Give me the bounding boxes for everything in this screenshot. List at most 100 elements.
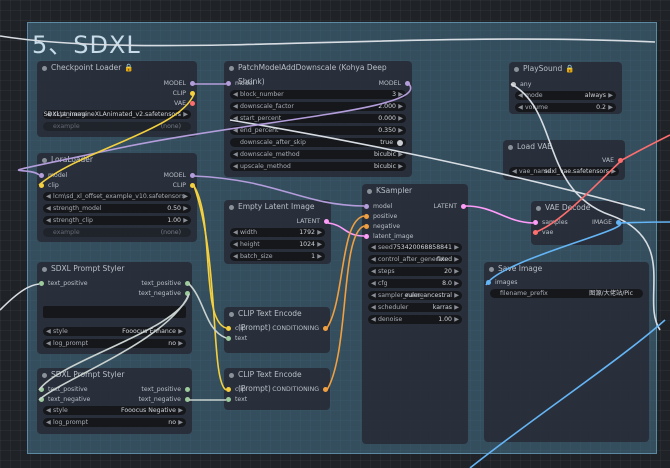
arrow-right-icon[interactable]: ▶ — [398, 127, 403, 134]
arrow-right-icon[interactable]: ▶ — [454, 304, 459, 311]
node-title[interactable]: Load VAE — [503, 140, 625, 154]
input-model[interactable]: model — [37, 171, 67, 180]
node-title[interactable]: CLIP Text Encode (Prompt) — [224, 368, 330, 393]
node-clip-text-encode-positive[interactable]: CLIP Text Encode (Prompt) clip text COND… — [224, 307, 330, 353]
arrow-right-icon[interactable]: ▶ — [454, 280, 459, 287]
output-vae[interactable]: VAE — [602, 156, 625, 165]
collapse-dot-icon[interactable] — [229, 311, 234, 317]
input-socket[interactable] — [39, 173, 44, 178]
input-images[interactable]: images — [484, 278, 518, 287]
output-model[interactable]: MODEL — [379, 79, 412, 88]
arrow-left-icon[interactable]: ◀ — [371, 244, 376, 251]
arrow-left-icon[interactable]: ◀ — [233, 103, 238, 110]
arrow-left-icon[interactable]: ◀ — [233, 127, 238, 134]
arrow-right-icon[interactable]: ▶ — [454, 268, 459, 275]
output-model[interactable]: MODEL — [164, 79, 197, 88]
arrow-left-icon[interactable]: ◀ — [233, 241, 238, 248]
output-socket[interactable] — [190, 91, 195, 96]
arrow-right-icon[interactable]: ▶ — [317, 253, 322, 260]
input-text-negative[interactable]: text_negative — [37, 395, 90, 404]
input-negative[interactable]: negative — [362, 222, 400, 231]
arrow-right-icon[interactable]: ▶ — [398, 91, 403, 98]
output-socket[interactable] — [461, 204, 466, 209]
output-socket[interactable] — [190, 101, 195, 106]
input-socket[interactable] — [364, 214, 369, 219]
arrow-right-icon[interactable]: ▶ — [178, 340, 183, 347]
output-text-negative[interactable]: text_negative — [139, 395, 192, 404]
arrow-right-icon[interactable]: ▶ — [183, 205, 188, 212]
example-combo[interactable]: example(none) — [43, 122, 191, 131]
node-patch-model-add-downscale[interactable]: PatchModelAddDownscale (Kohya Deep Shrin… — [224, 61, 412, 177]
node-title[interactable]: LoraLoader — [37, 153, 197, 167]
node-title[interactable]: Empty Latent Image — [224, 200, 331, 214]
input-clip[interactable]: clip — [224, 324, 246, 333]
collapse-dot-icon[interactable] — [42, 266, 47, 272]
node-sdxl-prompt-styler-negative[interactable]: SDXL Prompt Styler text_positive text_ne… — [37, 368, 192, 434]
input-socket[interactable] — [39, 397, 44, 402]
input-socket[interactable] — [226, 81, 231, 86]
arrow-right-icon[interactable]: ▶ — [454, 256, 459, 263]
output-vae[interactable]: VAE — [174, 99, 197, 108]
input-text-positive[interactable]: text_positive — [37, 279, 88, 288]
collapse-dot-icon[interactable] — [514, 66, 519, 72]
output-socket[interactable] — [185, 397, 190, 402]
output-socket[interactable] — [190, 173, 195, 178]
arrow-right-icon[interactable]: ▶ — [317, 229, 322, 236]
input-socket[interactable] — [364, 204, 369, 209]
output-text-positive[interactable]: text_positive — [141, 385, 192, 394]
collapse-dot-icon[interactable] — [229, 65, 234, 71]
output-socket[interactable] — [323, 387, 328, 392]
arrow-right-icon[interactable]: ▶ — [183, 111, 188, 118]
arrow-right-icon[interactable]: ▶ — [454, 244, 459, 251]
input-clip[interactable]: clip — [37, 181, 59, 190]
input-socket[interactable] — [533, 220, 538, 225]
node-title[interactable]: KSampler — [362, 184, 468, 198]
input-any[interactable]: any — [509, 80, 531, 89]
input-model[interactable]: model — [224, 79, 254, 88]
arrow-right-icon[interactable]: ▶ — [398, 151, 403, 158]
input-socket[interactable] — [39, 387, 44, 392]
arrow-left-icon[interactable]: ◀ — [371, 268, 376, 275]
input-socket[interactable] — [226, 387, 231, 392]
input-socket[interactable] — [533, 230, 538, 235]
output-text-positive[interactable]: text_positive — [141, 279, 192, 288]
arrow-left-icon[interactable]: ◀ — [518, 92, 523, 99]
output-socket[interactable] — [185, 291, 190, 296]
input-text-positive[interactable]: text_positive — [37, 385, 88, 394]
arrow-left-icon[interactable]: ◀ — [371, 304, 376, 311]
collapse-dot-icon[interactable] — [367, 188, 372, 194]
input-vae[interactable]: vae — [531, 228, 553, 237]
arrow-right-icon[interactable]: ▶ — [183, 217, 188, 224]
arrow-right-icon[interactable]: ▶ — [454, 316, 459, 323]
collapse-dot-icon[interactable] — [489, 266, 494, 272]
output-socket[interactable] — [405, 81, 410, 86]
arrow-right-icon[interactable]: ▶ — [317, 241, 322, 248]
output-socket[interactable] — [190, 183, 195, 188]
arrow-left-icon[interactable]: ◀ — [46, 340, 51, 347]
input-text[interactable]: text — [224, 334, 247, 343]
example-combo[interactable]: example(none) — [43, 228, 191, 237]
arrow-left-icon[interactable]: ◀ — [371, 316, 376, 323]
arrow-left-icon[interactable]: ◀ — [512, 168, 517, 175]
input-socket[interactable] — [39, 183, 44, 188]
